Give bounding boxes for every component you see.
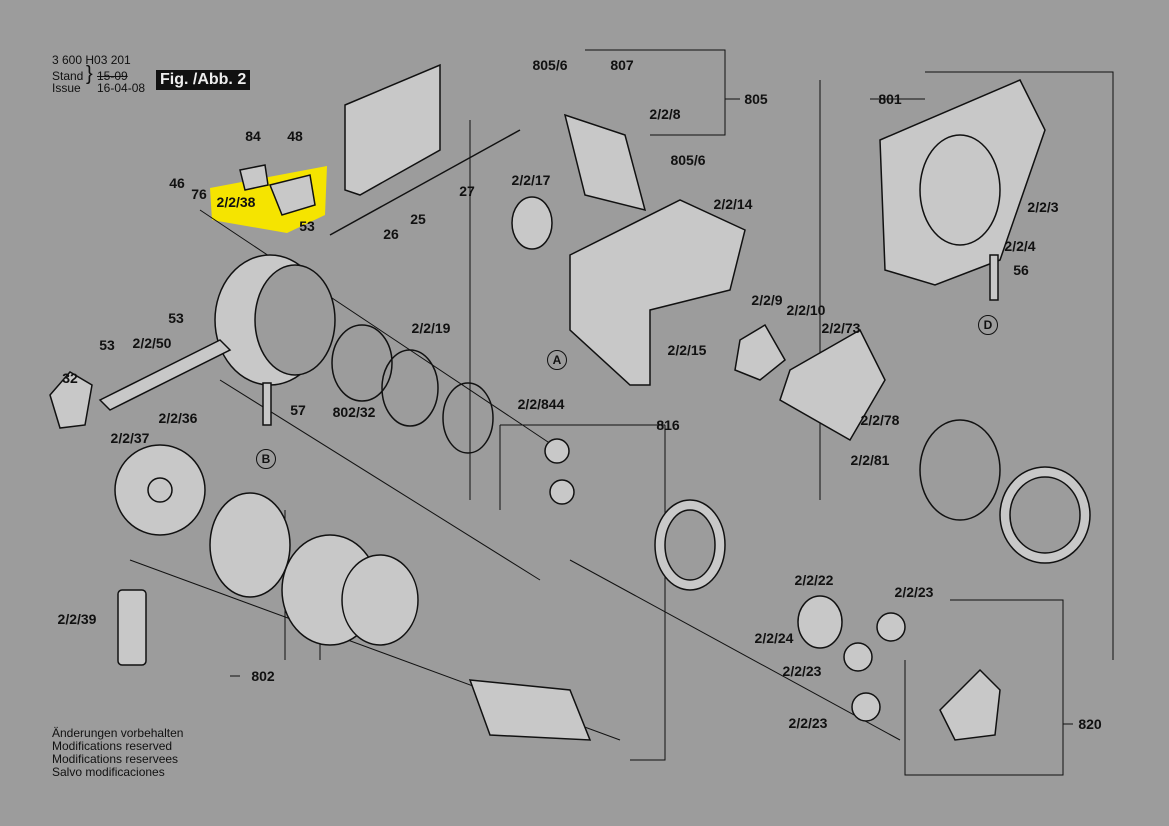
note-fr: Modifications reservees [52,752,179,766]
label-46: 46 [169,175,185,191]
issue-date: 16-04-08 [97,81,146,95]
label-802-32: 802/32 [332,404,376,420]
label-2-2-50: 2/2/50 [132,335,172,351]
label-2-2-8: 2/2/8 [649,106,681,122]
label-57: 57 [290,402,306,418]
label-2-2-23: 2/2/23 [782,663,822,679]
label-805: 805 [744,91,768,107]
label-2-2-4: 2/2/4 [1004,238,1036,254]
brace: } [86,63,93,85]
stand-date: 15-09 [97,69,128,83]
label-2-2-38: 2/2/38 [216,194,256,210]
label-2-2-78: 2/2/78 [860,412,900,428]
label-2-2-9: 2/2/9 [751,292,783,308]
stand-label: Stand [52,69,84,83]
label-2-2-73: 2/2/73 [821,320,861,336]
label-801: 801 [878,91,902,107]
label-25: 25 [410,211,426,227]
figure-title: Fig. /Abb. 2 [156,70,251,90]
label-2-2-15: 2/2/15 [667,342,707,358]
label-26: 26 [383,226,399,242]
label-805-6: 805/6 [670,152,706,168]
label-2-2-17: 2/2/17 [511,172,551,188]
label-2-2-14: 2/2/14 [713,196,753,212]
modification-notes: Änderungen vorbehalten Modifications res… [52,727,183,779]
reference-d: D [978,315,998,335]
label-2-2-844: 2/2/844 [517,396,565,412]
label-56: 56 [1013,262,1029,278]
label-48: 48 [287,128,303,144]
note-de: Änderungen vorbehalten [52,726,184,740]
label-2-2-3: 2/2/3 [1027,199,1059,215]
label-2-2-37: 2/2/37 [110,430,150,446]
label-2-2-36: 2/2/36 [158,410,198,426]
label-32: 32 [62,370,78,386]
label-2-2-23: 2/2/23 [894,584,934,600]
label-802: 802 [251,668,275,684]
label-2-2-23: 2/2/23 [788,715,828,731]
label-84: 84 [245,128,261,144]
note-es: Salvo modificaciones [52,765,165,779]
label-2-2-19: 2/2/19 [411,320,451,336]
issue-label: Issue [52,81,81,95]
label-53: 53 [299,218,315,234]
reference-a: A [547,350,567,370]
label-2-2-10: 2/2/10 [786,302,826,318]
label-807: 807 [610,57,634,73]
label-76: 76 [191,186,207,202]
label-2-2-24: 2/2/24 [754,630,794,646]
label-53: 53 [99,337,115,353]
label-820: 820 [1078,716,1102,732]
reference-b: B [256,449,276,469]
label-53: 53 [168,310,184,326]
part-number: 3 600 H03 201 [52,53,131,67]
note-en: Modifications reserved [52,739,173,753]
label-27: 27 [459,183,475,199]
label-2-2-22: 2/2/22 [794,572,834,588]
label-2-2-39: 2/2/39 [57,611,97,627]
label-816: 816 [656,417,680,433]
label-2-2-81: 2/2/81 [850,452,890,468]
label-805-6: 805/6 [532,57,568,73]
